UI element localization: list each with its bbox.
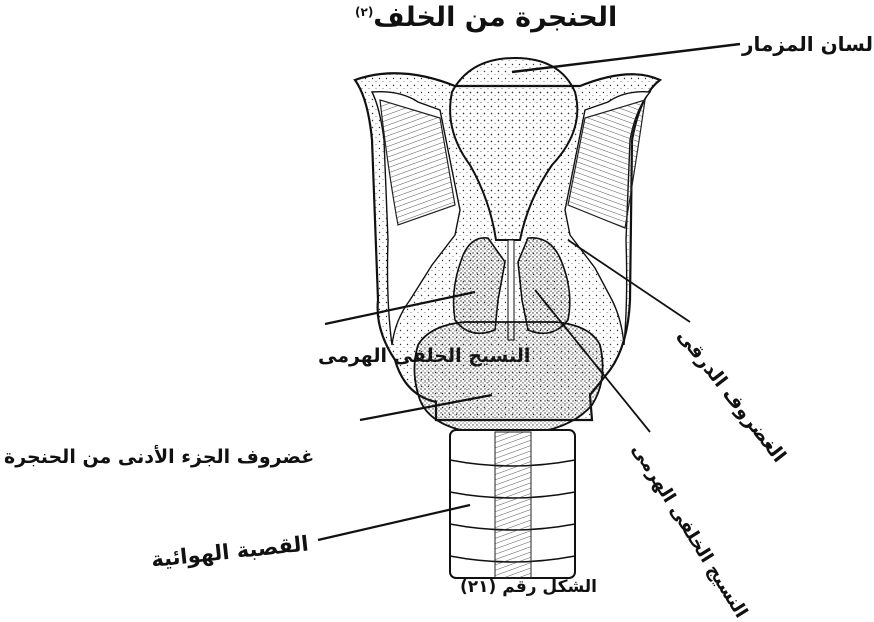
trachea-shape: [450, 430, 575, 578]
leader-trachea: [318, 505, 470, 540]
leader-epiglottis: [512, 44, 740, 72]
